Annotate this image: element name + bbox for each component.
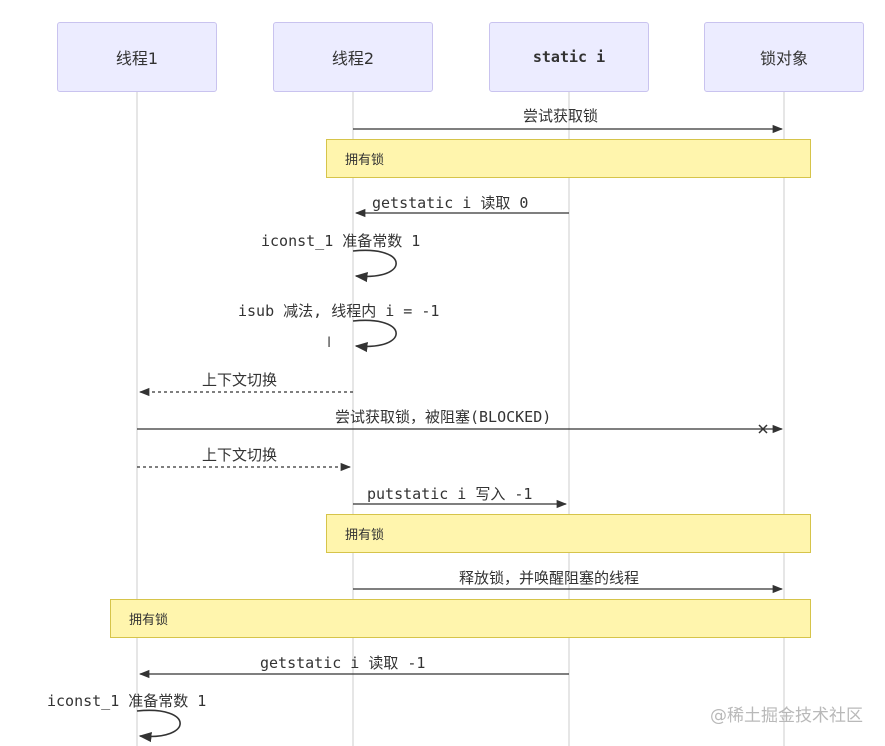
message-iconst-t2: iconst_1 准备常数 1 (261, 232, 421, 250)
note-owns-lock-3: 拥有锁 (110, 599, 811, 638)
arrow-self-iconst-t2 (352, 249, 397, 283)
arrow-self-isub-t2 (352, 319, 397, 353)
participant-lock-object: 锁对象 (704, 22, 864, 92)
message-release-lock: 释放锁，并唤醒阻塞的线程 (459, 569, 640, 587)
participant-static-i: static i (489, 22, 649, 92)
message-getstatic-0: getstatic i 读取 0 (372, 194, 529, 212)
message-getstatic-neg1: getstatic i 读取 -1 (260, 654, 426, 672)
message-context-switch-2: 上下文切换 (202, 446, 278, 464)
message-context-switch-1: 上下文切换 (202, 371, 278, 389)
blocked-cross-icon (758, 424, 768, 434)
participant-thread1: 线程1 (57, 22, 217, 92)
message-try-lock-blocked: 尝试获取锁，被阻塞(BLOCKED) (335, 408, 552, 426)
message-putstatic: putstatic i 写入 -1 (367, 485, 533, 503)
message-iconst-t1: iconst_1 准备常数 1 (47, 692, 207, 710)
message-try-lock: 尝试获取锁 (523, 107, 599, 125)
message-isub: isub 减法, 线程内 i = -1 (238, 302, 440, 320)
participant-thread2: 线程2 (273, 22, 433, 92)
arrow-self-iconst-t1 (136, 709, 181, 743)
watermark: @稀土掘金技术社区 (710, 706, 863, 726)
text-cursor-icon: I (327, 335, 332, 351)
note-owns-lock-2: 拥有锁 (326, 514, 811, 553)
note-owns-lock-1: 拥有锁 (326, 139, 811, 178)
